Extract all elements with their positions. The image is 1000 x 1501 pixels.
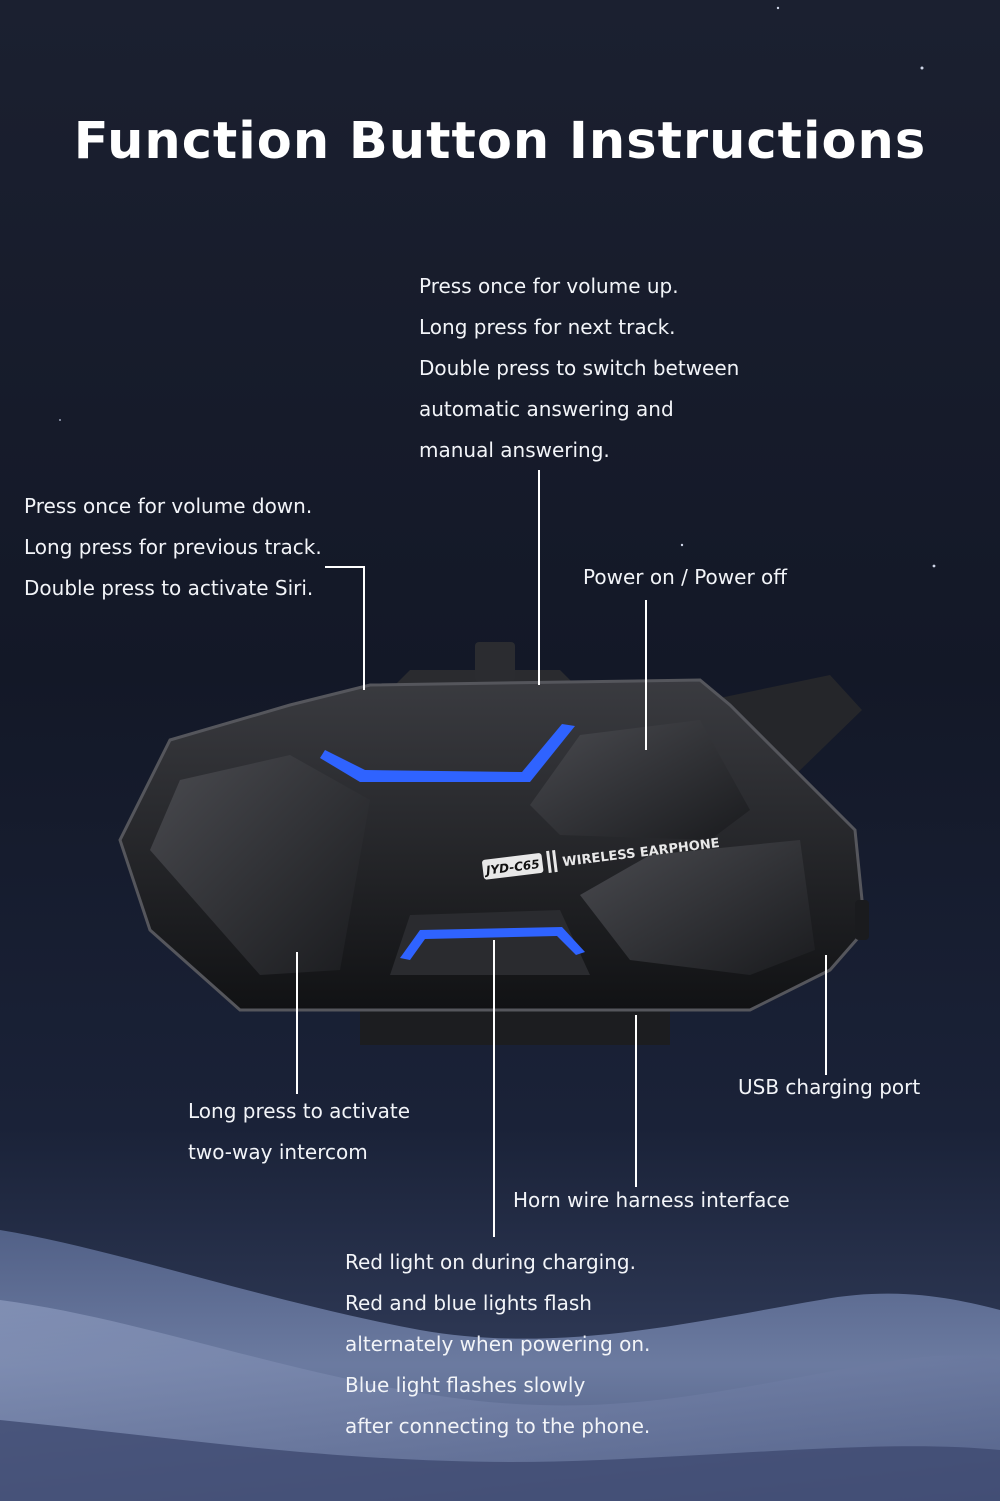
leader-line-top	[538, 470, 540, 685]
page-title: Function Button Instructions	[73, 112, 927, 171]
callout-line: Long press to activate	[188, 1099, 411, 1123]
leader-line-left-h	[325, 566, 365, 568]
callout-line: Power on / Power off	[583, 565, 788, 589]
callout-line: Long press for next track.	[419, 315, 676, 339]
leader-line-horn	[635, 1015, 637, 1187]
callout-line: Double press to switch between	[419, 356, 740, 380]
callout-left-button: Press once for volume down. Long press f…	[24, 486, 322, 609]
bottom-blue-light	[400, 927, 585, 960]
callout-line: Press once for volume up.	[419, 274, 679, 298]
callout-usb: USB charging port	[738, 1067, 920, 1108]
callout-line: two-way intercom	[188, 1140, 368, 1164]
leader-line-usb	[825, 955, 827, 1075]
leader-line-intercom	[296, 952, 298, 1094]
callout-line: manual answering.	[419, 438, 610, 462]
callout-line: alternately when powering on.	[345, 1332, 651, 1356]
earphone-device: JYD-C65 WIRELESS EARPHONE	[118, 642, 869, 1045]
callout-line: Red and blue lights flash	[345, 1291, 592, 1315]
callout-line: Long press for previous track.	[24, 535, 322, 559]
callout-line: automatic answering and	[419, 397, 674, 421]
callout-line: Press once for volume down.	[24, 494, 313, 518]
callout-horn: Horn wire harness interface	[513, 1180, 790, 1221]
leader-line-indicator	[493, 940, 495, 1237]
callout-line: Red light on during charging.	[345, 1250, 636, 1274]
intercom-button-facet	[150, 755, 370, 975]
callout-line: Blue light flashes slowly	[345, 1373, 586, 1397]
callout-line: USB charging port	[738, 1075, 921, 1099]
leader-line-power	[645, 600, 647, 750]
callout-top-button: Press once for volume up. Long press for…	[419, 266, 739, 471]
model-label: JYD-C65	[483, 857, 540, 878]
callout-indicator: Red light on during charging. Red and bl…	[345, 1242, 650, 1447]
callout-power: Power on / Power off	[583, 557, 787, 598]
leader-line-left	[363, 566, 365, 690]
power-button-facet	[530, 720, 750, 840]
right-facet	[580, 840, 815, 975]
callout-intercom: Long press to activate two-way intercom	[188, 1091, 410, 1173]
callout-line: Horn wire harness interface	[513, 1188, 790, 1212]
callout-line: after connecting to the phone.	[345, 1414, 651, 1438]
callout-line: Double press to activate Siri.	[24, 576, 314, 600]
